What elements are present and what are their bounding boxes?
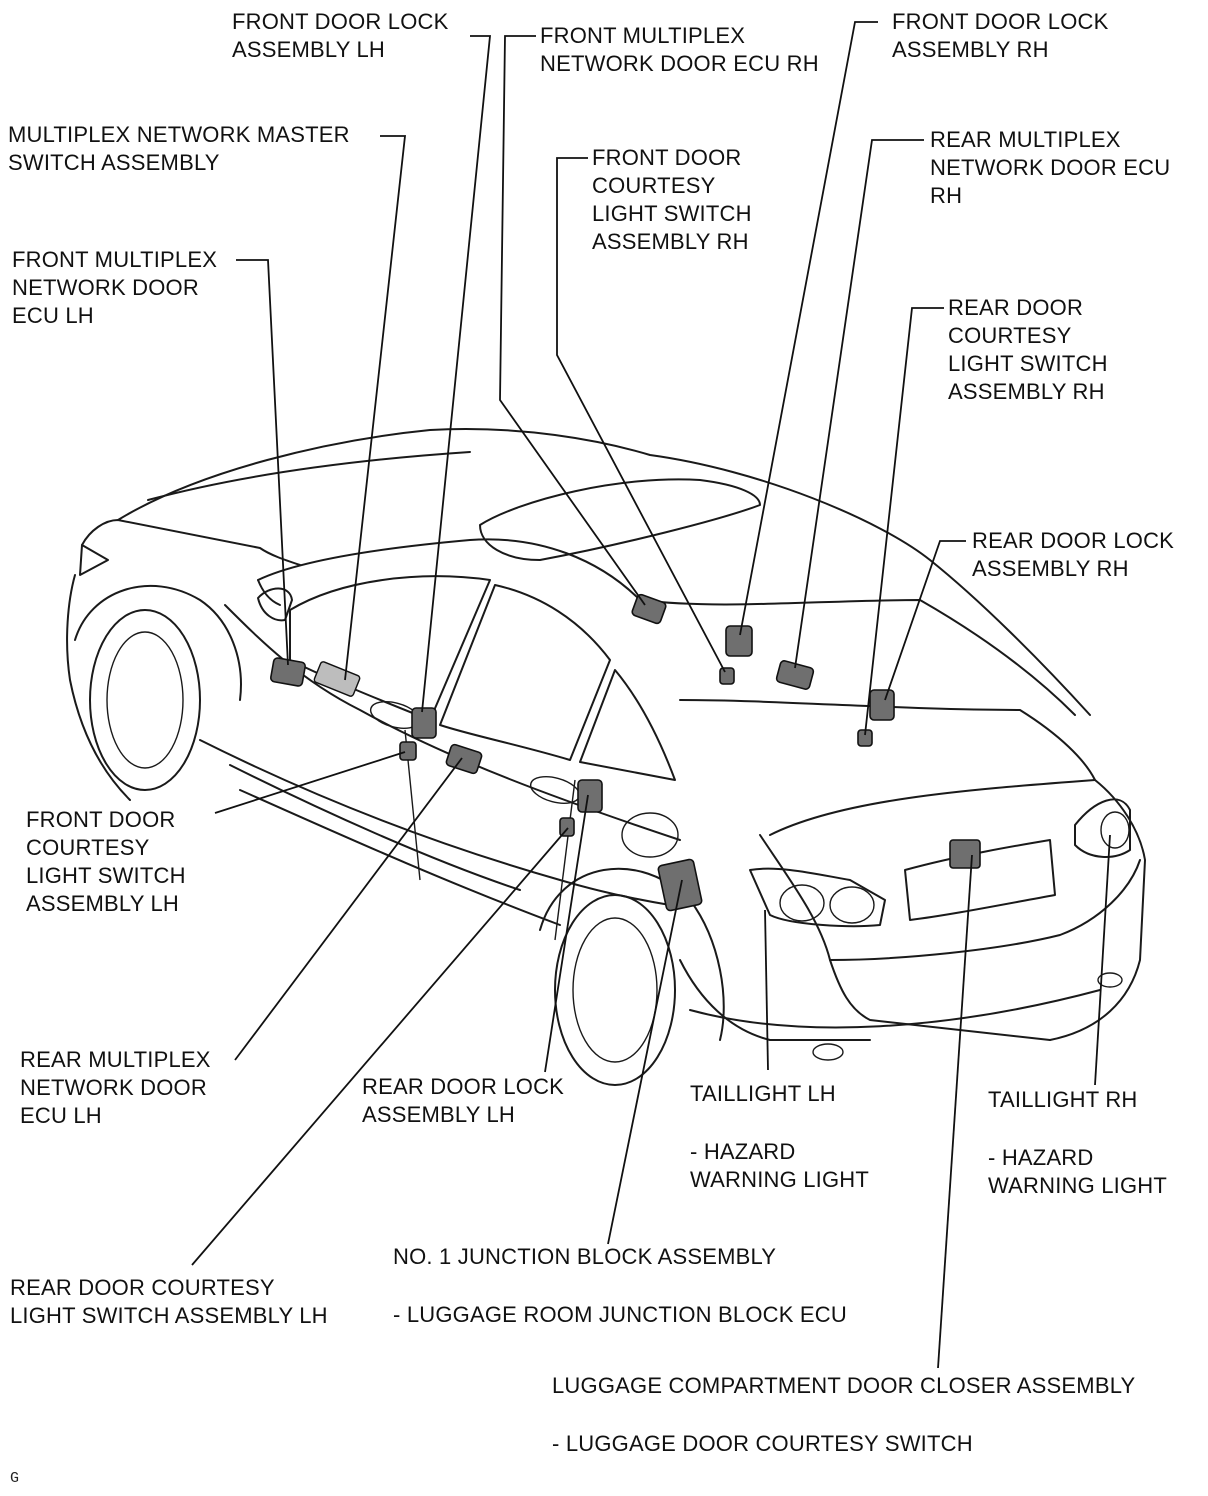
label-rear-multiplex-ecu-rh: REAR MULTIPLEX NETWORK DOOR ECU RH [930, 127, 1171, 208]
label-rear-multiplex-ecu-lh: REAR MULTIPLEX NETWORK DOOR ECU LH [20, 1047, 211, 1128]
components [269, 593, 981, 912]
rear-multiplex-ecu-lh-part [445, 743, 483, 775]
leader-lines [191, 21, 1111, 1369]
leader-master-switch [344, 135, 407, 681]
leader-rear-courtesy-rh [864, 307, 944, 736]
leader-taillight-lh [764, 909, 769, 1071]
label-taillight-rh: TAILLIGHT RH - HAZARD WARNING LIGHT [988, 1087, 1168, 1198]
master-switch-part [313, 661, 361, 697]
leader-front-courtesy-lh [214, 751, 406, 814]
leader-rear-multiplex-ecu-lh [234, 757, 463, 1061]
rear-door-lock-rh-part [869, 689, 895, 721]
corner-mark: G [10, 1470, 20, 1487]
label-front-multiplex-ecu-rh: FRONT MULTIPLEX NETWORK DOOR ECU RH [540, 23, 819, 76]
leader-luggage-closer [937, 854, 973, 1369]
front-courtesy-lh-part [399, 741, 417, 761]
leader-front-multiplex-ecu-rh [499, 35, 646, 606]
label-front-courtesy-rh: FRONT DOOR COURTESY LIGHT SWITCH ASSEMBL… [592, 145, 752, 254]
label-rear-door-lock-lh: REAR DOOR LOCK ASSEMBLY LH [362, 1074, 565, 1127]
junction-block-part [657, 858, 703, 912]
leader-rear-door-lock-rh [884, 540, 966, 701]
label-rear-door-lock-rh: REAR DOOR LOCK ASSEMBLY RH [972, 528, 1175, 581]
leader-rear-multiplex-ecu-rh [794, 139, 924, 669]
label-luggage-closer: LUGGAGE COMPARTMENT DOOR CLOSER ASSEMBLY… [552, 1373, 1136, 1456]
rear-multiplex-ecu-rh-part [775, 660, 815, 690]
leader-front-multiplex-ecu-lh [236, 259, 289, 666]
leader-front-door-lock-rh [739, 21, 878, 636]
leader-front-courtesy-rh [556, 157, 726, 673]
leader-rear-door-lock-lh [544, 794, 589, 1073]
label-taillight-lh: TAILLIGHT LH - HAZARD WARNING LIGHT [690, 1081, 870, 1192]
label-front-door-lock-rh: FRONT DOOR LOCK ASSEMBLY RH [892, 9, 1109, 62]
label-rear-courtesy-lh: REAR DOOR COURTESY LIGHT SWITCH ASSEMBLY… [10, 1275, 328, 1328]
label-rear-courtesy-rh: REAR DOOR COURTESY LIGHT SWITCH ASSEMBLY… [948, 295, 1108, 404]
luggage-closer-part [949, 839, 981, 869]
label-front-multiplex-ecu-lh: FRONT MULTIPLEX NETWORK DOOR ECU LH [12, 247, 218, 328]
front-courtesy-rh-part [719, 667, 735, 685]
front-door-lock-rh-part [725, 625, 753, 657]
front-multiplex-ecu-rh-part [631, 593, 667, 625]
leader-front-door-lock-lh [421, 35, 491, 713]
rear-door-lock-lh-part [577, 779, 603, 813]
leader-junction-block [607, 879, 683, 1245]
label-front-door-lock-lh: FRONT DOOR LOCK ASSEMBLY LH [232, 9, 449, 62]
front-door-lock-lh-part [411, 707, 437, 739]
rear-courtesy-lh-part [559, 817, 575, 837]
leader-rear-courtesy-lh [191, 827, 569, 1266]
label-master-switch: MULTIPLEX NETWORK MASTER SWITCH ASSEMBLY [8, 122, 350, 175]
car-outline [66, 428, 1146, 1086]
label-front-courtesy-lh: FRONT DOOR COURTESY LIGHT SWITCH ASSEMBL… [26, 807, 186, 916]
leader-taillight-rh [1094, 834, 1111, 1086]
front-multiplex-ecu-lh-part [269, 657, 307, 687]
label-junction-block: NO. 1 JUNCTION BLOCK ASSEMBLY - LUGGAGE … [393, 1244, 847, 1327]
